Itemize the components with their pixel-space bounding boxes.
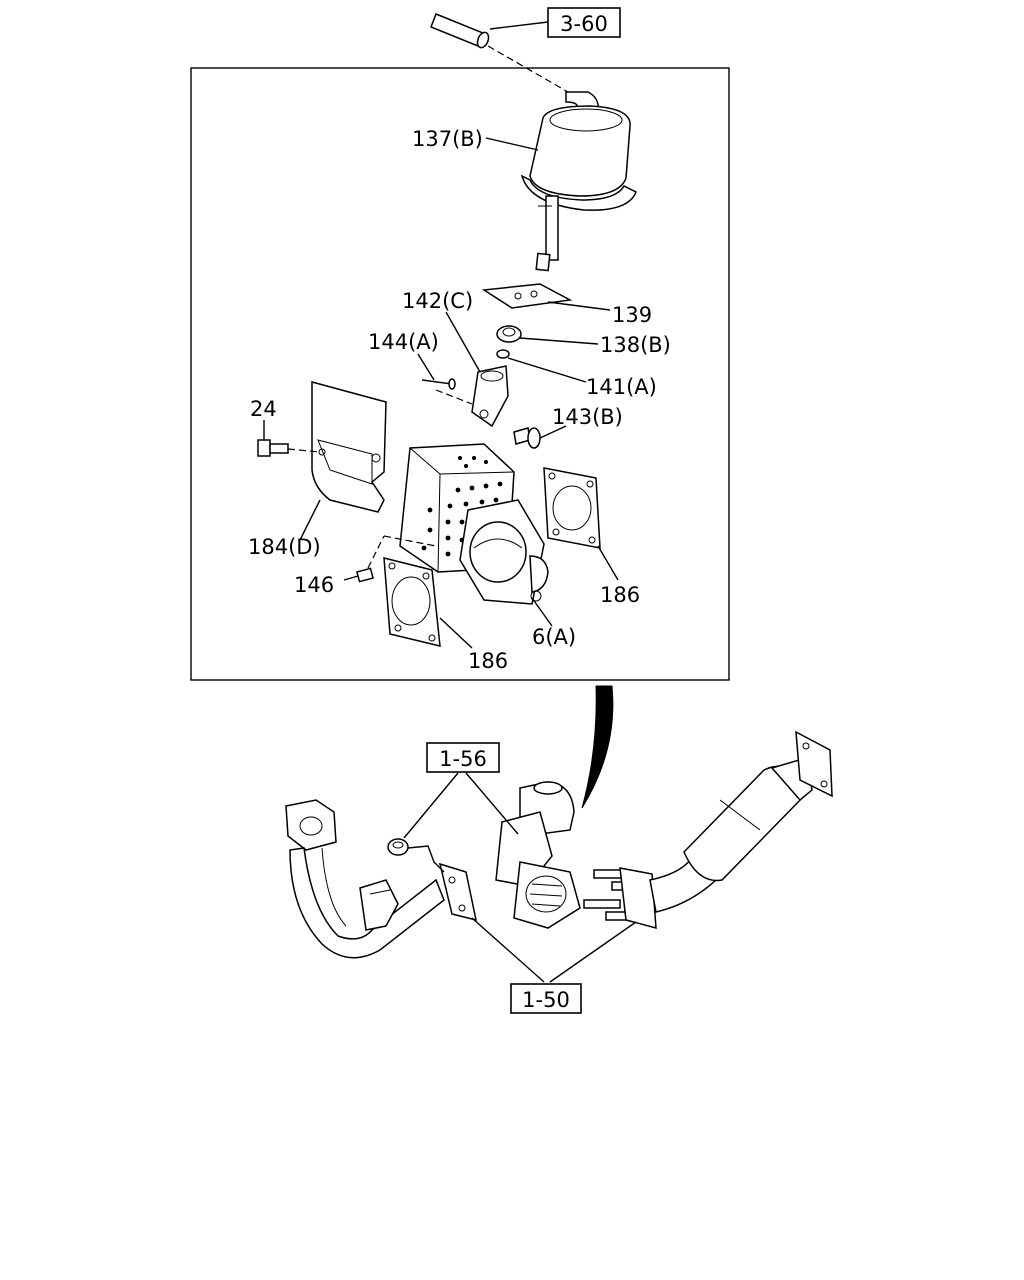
leader-1-50-right [549, 921, 637, 983]
valve-assembly [495, 781, 581, 929]
callout-24: 24 [250, 397, 277, 421]
rear-pipe-and-muffler [619, 730, 833, 929]
callout-146: 146 [294, 573, 334, 597]
gasket-186-left [383, 557, 441, 647]
vacuum-actuator [520, 91, 637, 272]
callout-137b: 137(B) [412, 127, 483, 151]
pin-dashed-leader [435, 389, 473, 405]
leader-143b [539, 425, 567, 439]
callout-142c: 142(C) [402, 289, 473, 313]
leader-184d [299, 499, 321, 541]
leader-146 [343, 575, 359, 581]
nut-138b [496, 325, 522, 343]
washer-141a [496, 349, 510, 359]
lever-142c [471, 365, 509, 428]
ref-3-60-leader [489, 21, 549, 30]
leader-142c [445, 311, 481, 373]
plug-146-dashed-leader-2 [383, 535, 437, 547]
plug-146-dashed-leader [367, 535, 385, 569]
detail-pointer-arrow [581, 685, 614, 809]
leader-1-50-left [471, 917, 545, 983]
leader-6a [531, 597, 553, 627]
flange-nut [387, 838, 409, 856]
callout-184d: 184(D) [248, 535, 321, 559]
bolt-24-dashed-leader [287, 448, 321, 453]
leader-139 [547, 301, 611, 311]
hose-dashed-leader [487, 45, 569, 93]
callout-186-right: 186 [600, 583, 640, 607]
callout-141a: 141(A) [586, 375, 657, 399]
leader-1-56-right [465, 772, 519, 835]
leader-186-left [439, 617, 473, 649]
leader-144a [417, 353, 435, 381]
front-exhaust-pipe [285, 799, 445, 959]
svg-text:1-56: 1-56 [439, 747, 487, 771]
svg-text:3-60: 3-60 [560, 12, 608, 36]
pin-144a [421, 378, 456, 390]
svg-text:1-50: 1-50 [522, 988, 570, 1012]
leader-138b [519, 337, 599, 345]
valve-flange-6a [459, 499, 549, 605]
ref-box-1-50[interactable]: 1-50 [510, 983, 582, 1014]
leader-1-56-left [403, 772, 459, 839]
cover-184d [311, 381, 387, 513]
callout-138b: 138(B) [600, 333, 671, 357]
plate-139 [481, 283, 573, 309]
leader-137b [485, 137, 539, 151]
detail-frame [190, 67, 730, 681]
callout-144a: 144(A) [368, 330, 439, 354]
callout-186-left: 186 [468, 649, 508, 673]
vacuum-hose [430, 13, 490, 49]
pipe-flange [438, 862, 477, 922]
nut-zigzag-leader [407, 845, 445, 873]
callout-143b: 143(B) [552, 405, 623, 429]
callout-139: 139 [612, 303, 652, 327]
gasket-186-right [543, 467, 601, 549]
leader-186-right [597, 545, 619, 581]
callout-6a: 6(A) [532, 625, 576, 649]
bolt-24 [257, 439, 289, 457]
ref-box-3-60[interactable]: 3-60 [547, 7, 621, 38]
plug-146 [356, 567, 374, 583]
leader-141a [507, 357, 587, 383]
bolt-143b [513, 427, 541, 449]
ref-box-1-56[interactable]: 1-56 [426, 742, 500, 773]
